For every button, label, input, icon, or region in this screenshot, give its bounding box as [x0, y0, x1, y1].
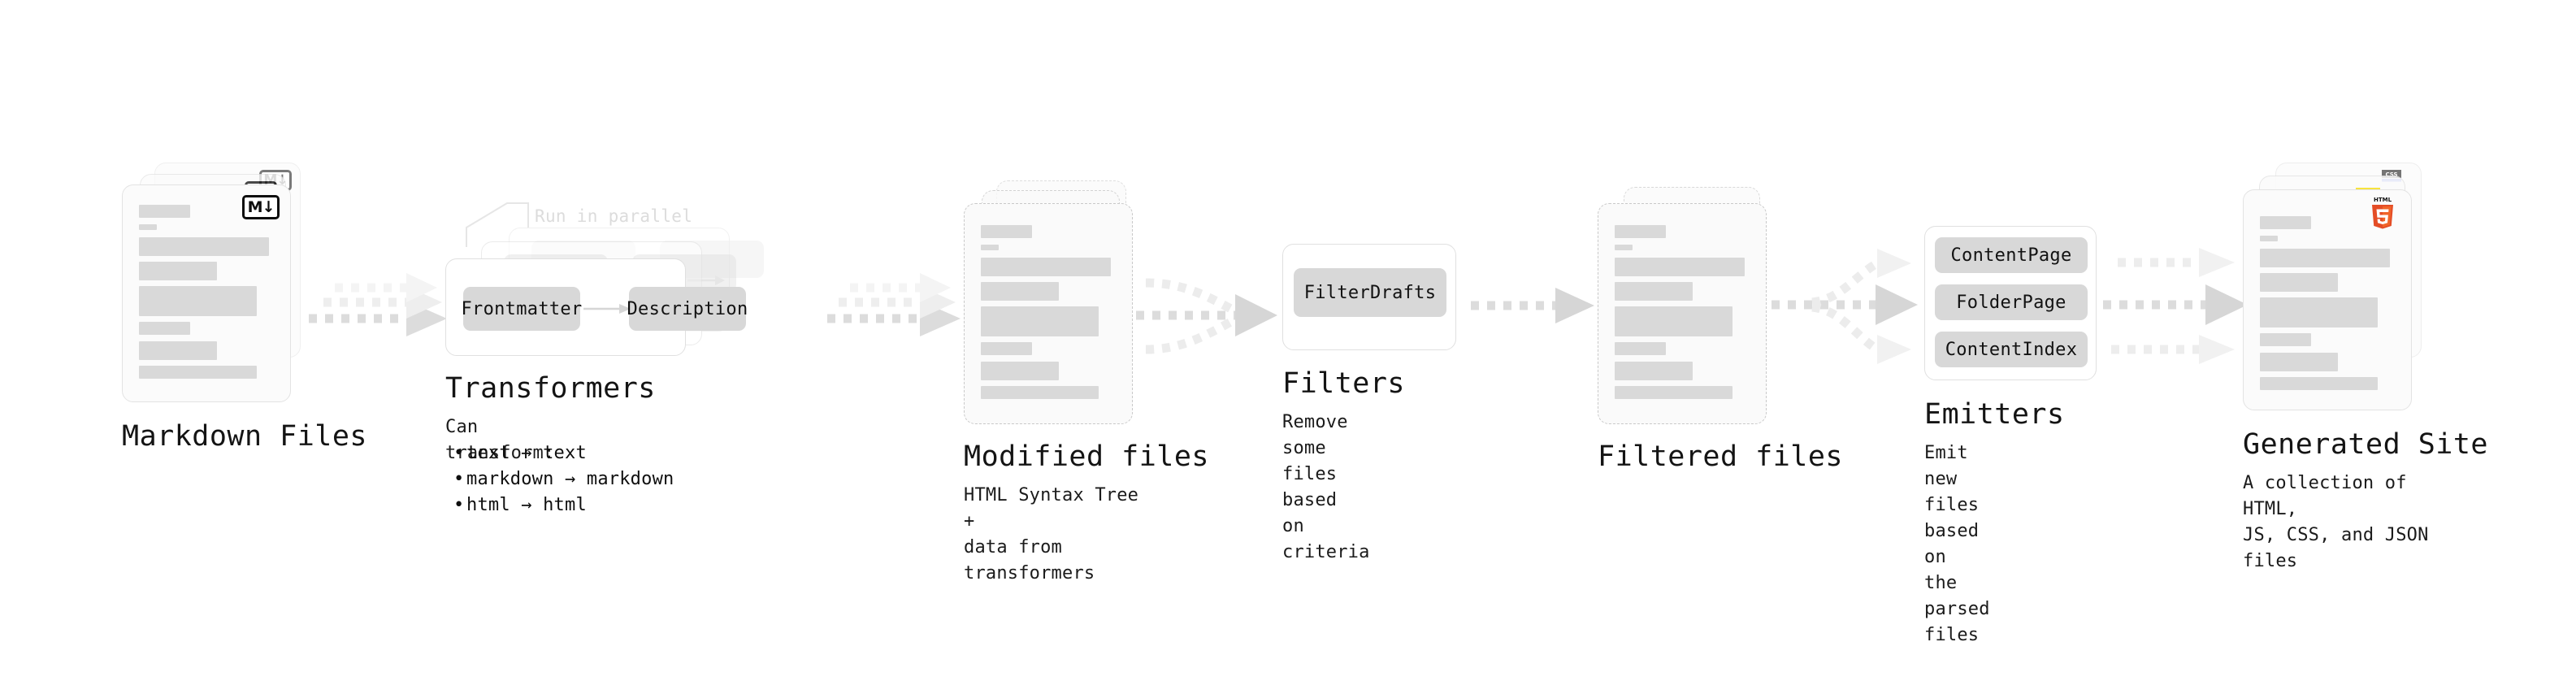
connector-filtered-to-emitters	[1772, 249, 1918, 364]
run-in-parallel-label: Run in parallel	[535, 206, 693, 226]
connector-transformers-to-modified	[827, 273, 961, 336]
stage-generated-site: CSS	[2243, 163, 2488, 571]
stage-title-generated-site: Generated Site	[2243, 428, 2489, 461]
modified-card-content	[965, 204, 1132, 423]
generated-card-front: HTML	[2243, 189, 2412, 410]
markdown-card-front: M↓	[122, 184, 291, 402]
svg-text:HTML: HTML	[2374, 197, 2392, 203]
emitter-node-folderpage[interactable]: FolderPage	[1935, 284, 2088, 320]
generated-site-description: A collection of HTML, JS, CSS, and JSON …	[2243, 473, 2429, 571]
stage-modified-files: Modified files HTML Syntax Tree + data f…	[964, 180, 1209, 583]
connector-modified-to-filters	[1136, 278, 1277, 354]
stage-markdown-files: M↓ M↓ M↓ Markdown F	[122, 163, 367, 453]
filtered-card-content	[1598, 204, 1766, 423]
modified-files-description: HTML Syntax Tree + data from transformer…	[964, 485, 1139, 583]
emitters-description: Emit new files based on the parsed files	[1924, 443, 1990, 645]
stage-title-filters: Filters	[1282, 367, 1406, 400]
connector-markdown-to-transformers	[309, 273, 447, 336]
filter-node-filterdrafts[interactable]: FilterDrafts	[1294, 268, 1446, 317]
markdown-file-stack: M↓ M↓ M↓	[122, 163, 309, 431]
svg-text:CSS: CSS	[2385, 171, 2397, 178]
stage-filtered-files: Filtered files	[1598, 180, 1843, 473]
html5-logo-icon: HTML	[2372, 197, 2393, 229]
transformers-bullet-item: markdown → markdown	[450, 466, 674, 492]
generated-site-stack: CSS	[2243, 163, 2438, 439]
filtered-card-front	[1598, 203, 1767, 424]
emitter-node-contentindex[interactable]: ContentIndex	[1935, 332, 2088, 367]
stage-title-modified-files: Modified files	[964, 440, 1210, 473]
stage-title-transformers: Transformers	[445, 372, 656, 405]
transformers-bullet-item: html → html	[450, 492, 674, 518]
filtered-file-stack	[1598, 180, 1785, 449]
markdown-logo-icon: M↓	[242, 195, 280, 219]
run-in-parallel-bracket-icon	[466, 202, 529, 247]
connector-filters-to-filtered	[1471, 288, 1594, 323]
markdown-card-content	[123, 185, 290, 401]
transformer-node-frontmatter[interactable]: Frontmatter	[462, 287, 582, 331]
transformer-arrow-front	[583, 304, 631, 314]
stage-title-emitters: Emitters	[1924, 398, 2065, 431]
transformers-bullet-list: text → text markdown → markdown html → h…	[450, 440, 674, 518]
transformers-bullet-item: text → text	[450, 440, 674, 466]
filters-description: Remove some files based on criteria	[1282, 412, 1370, 562]
modified-file-stack	[964, 180, 1151, 449]
transformer-node-description[interactable]: Description	[627, 287, 748, 331]
stage-title-filtered-files: Filtered files	[1598, 440, 1844, 473]
modified-card-front	[964, 203, 1133, 424]
stage-title-markdown-files: Markdown Files	[122, 420, 368, 453]
emitter-node-contentpage[interactable]: ContentPage	[1935, 237, 2088, 273]
generated-card-content	[2244, 190, 2411, 410]
connector-emitters-to-site	[2103, 248, 2248, 364]
